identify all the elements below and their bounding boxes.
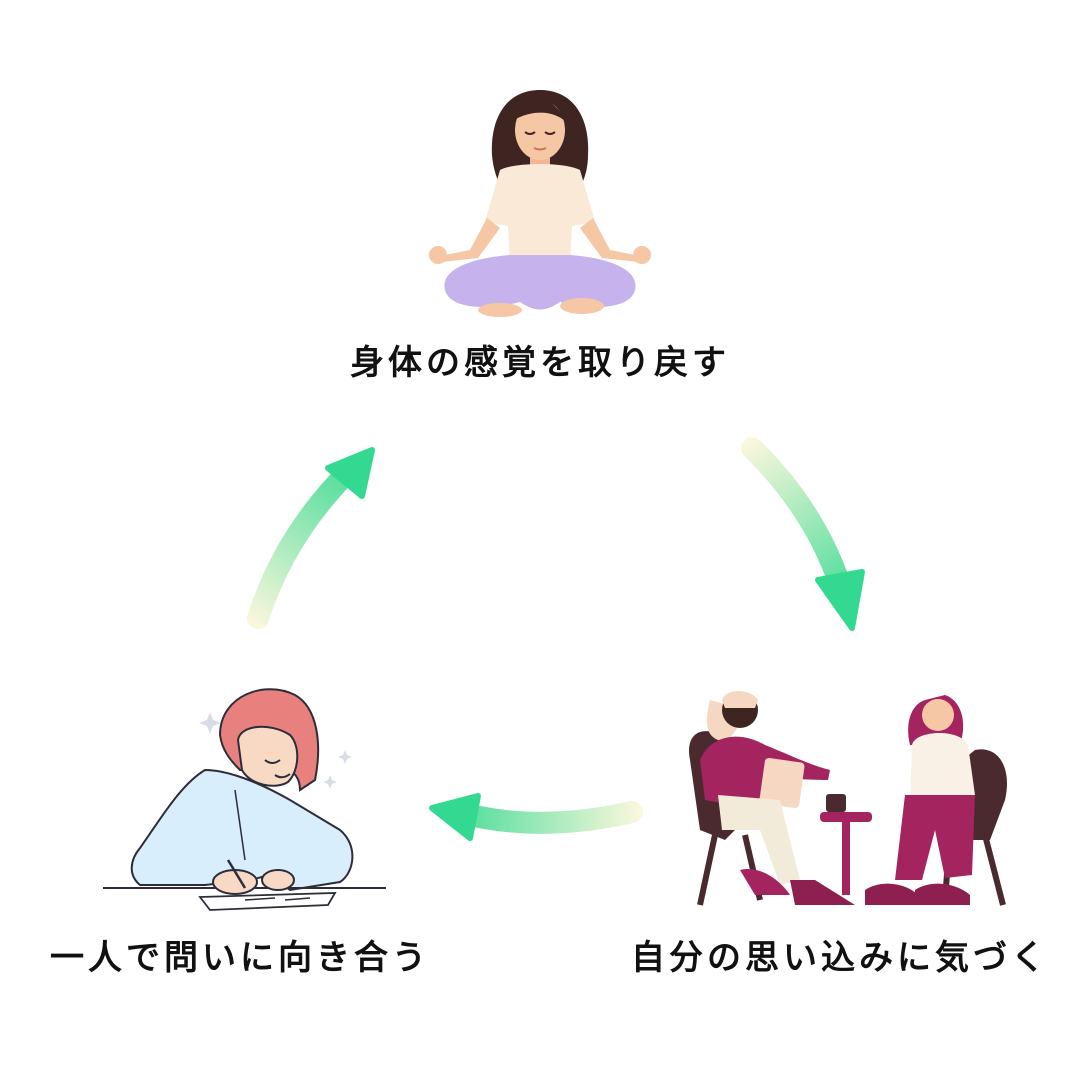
- step-label-body-sensation: 身体の感覚を取り戻す: [350, 343, 730, 383]
- cycle-arrow-right: [741, 437, 865, 631]
- cycle-arrow-left: [247, 447, 375, 629]
- two-women-conversation-illustration: [689, 691, 1007, 906]
- step-label-notice-assumptions: 自分の思い込みに気づく: [631, 938, 1049, 978]
- woman-writing-illustration: [103, 688, 386, 911]
- step-label-face-questions-alone: 一人で問いに向き合う: [50, 938, 430, 978]
- meditating-woman-illustration: [429, 90, 651, 317]
- cycle-arrow-bottom: [429, 793, 643, 841]
